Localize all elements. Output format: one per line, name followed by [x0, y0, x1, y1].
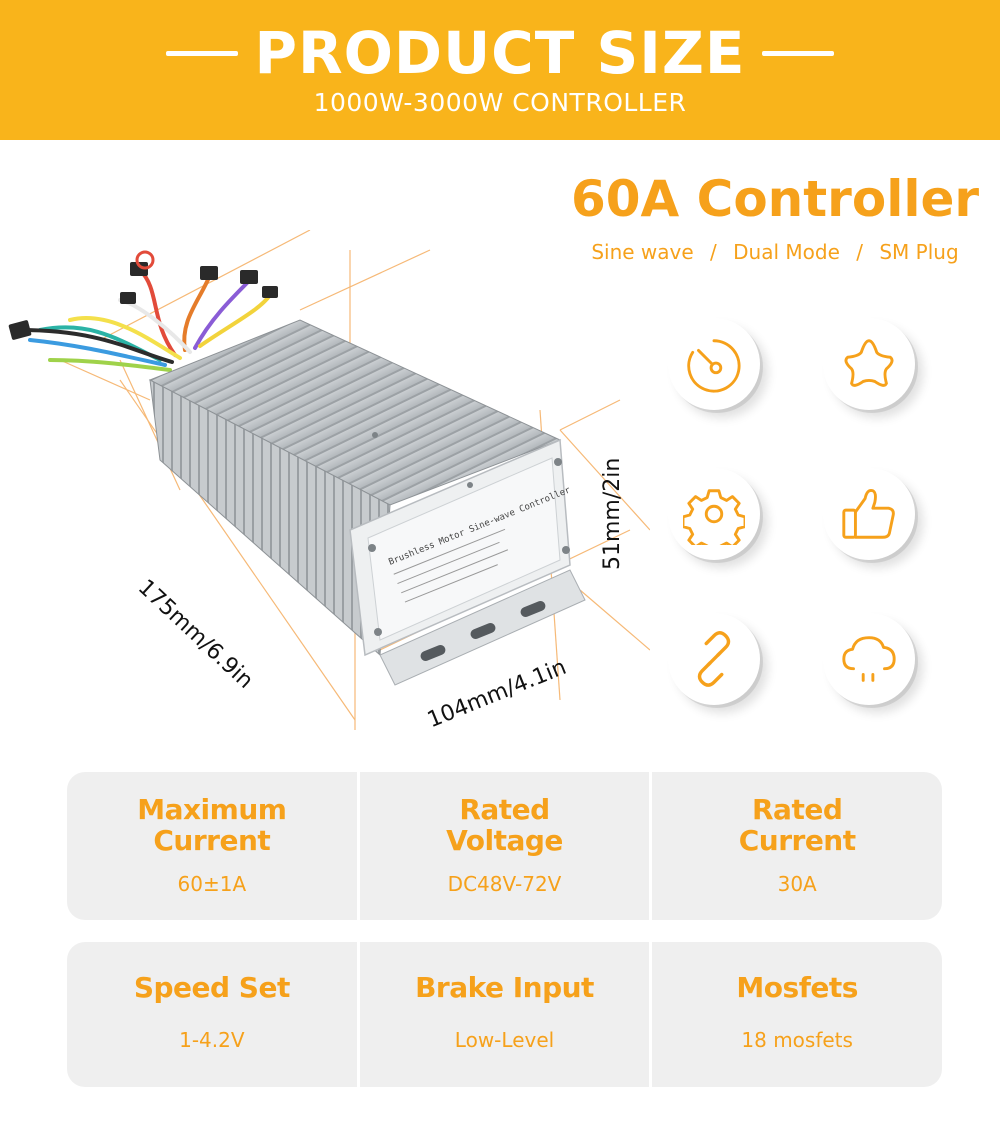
- spec-mosfets: Mosfets 18 mosfets: [649, 942, 942, 1087]
- spec-card-row-2: Speed Set 1-4.2V Brake Input Low-Level M…: [67, 942, 942, 1087]
- spec-maximum-current: Maximum Current 60±1A: [67, 772, 357, 920]
- spec-label: Brake Input: [415, 971, 594, 1004]
- thumbs-up-icon: [823, 468, 915, 560]
- feature-dual-mode: Dual Mode: [733, 240, 840, 264]
- banner-title-row: PRODUCT SIZE: [0, 18, 1000, 88]
- spec-card-row-1: Maximum Current 60±1A Rated Voltage DC48…: [67, 772, 942, 920]
- spec-value: Low-Level: [454, 1028, 555, 1052]
- spec-value: 60±1A: [177, 872, 247, 896]
- cloud-rain-icon: [823, 613, 915, 705]
- link-icon: [668, 613, 760, 705]
- product-illustration: Brushless Motor Sine-wave Controller 175…: [0, 229, 651, 750]
- header-banner: PRODUCT SIZE 1000W-3000W CONTROLLER: [0, 0, 1000, 140]
- banner-subtitle: 1000W-3000W CONTROLLER: [313, 88, 687, 117]
- gear-icon: [668, 468, 760, 560]
- spec-label: Speed Set: [133, 971, 291, 1004]
- spec-rated-voltage: Rated Voltage DC48V-72V: [356, 772, 650, 920]
- spec-label: Rated Current: [738, 793, 856, 857]
- star-icon: [823, 318, 915, 410]
- spec-speed-set: Speed Set 1-4.2V: [67, 942, 357, 1087]
- feature-separator: /: [710, 240, 717, 264]
- spec-brake-input: Brake Input Low-Level: [356, 942, 650, 1087]
- title-left-rule: [166, 50, 239, 56]
- dimension-height: 51mm/2in: [600, 457, 625, 570]
- spec-rated-current: Rated Current 30A: [649, 772, 942, 920]
- spec-label: Rated Voltage: [446, 793, 563, 857]
- product-headline: 60A Controller: [570, 170, 980, 228]
- spec-value: 30A: [777, 872, 817, 896]
- controller-image: Brushless Motor Sine-wave Controller: [8, 229, 651, 730]
- spec-value: DC48V-72V: [447, 872, 562, 896]
- speedometer-icon: [668, 318, 760, 410]
- spec-label: Maximum Current: [137, 793, 287, 857]
- spec-label: Mosfets: [736, 971, 858, 1004]
- banner-title: PRODUCT SIZE: [254, 19, 746, 87]
- feature-list: Sine wave / Dual Mode / SM Plug: [560, 240, 990, 264]
- feature-sm-plug: SM Plug: [879, 240, 959, 264]
- feature-sine-wave: Sine wave: [591, 240, 694, 264]
- spec-value: 18 mosfets: [741, 1028, 853, 1052]
- title-right-rule: [761, 50, 834, 56]
- spec-value: 1-4.2V: [179, 1028, 245, 1052]
- feature-separator: /: [856, 240, 863, 264]
